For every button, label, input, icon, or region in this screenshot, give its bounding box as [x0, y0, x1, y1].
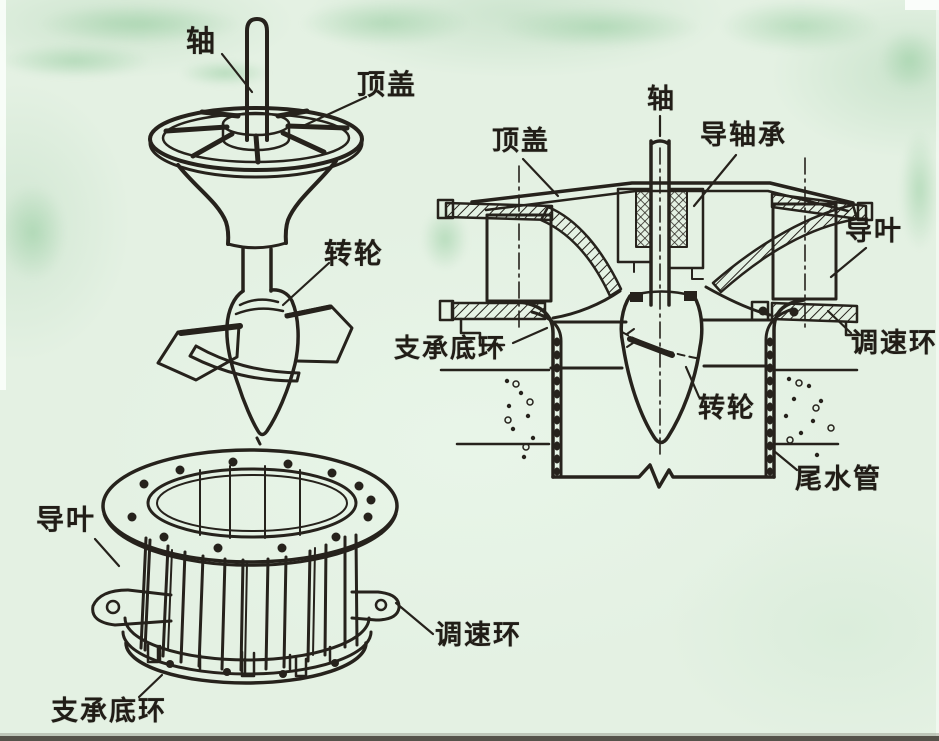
label-guide-bearing-section: 导轴承	[700, 120, 787, 151]
guide-vanes-pictorial	[139, 465, 359, 672]
top-flange	[101, 448, 399, 567]
head-cover-section	[436, 181, 874, 320]
bottom-ring-pictorial	[121, 616, 373, 685]
guide-bearing-section	[616, 187, 705, 280]
scan-edge-left	[0, 0, 6, 390]
label-regulating-ring-section: 调速环	[851, 328, 938, 359]
cross-section-drawing	[436, 139, 874, 489]
bleedthrough-smudge	[0, 44, 150, 78]
bleedthrough-smudge	[500, 6, 700, 48]
stay-ring-channels	[549, 318, 772, 370]
runner-shaft-drawing	[241, 247, 273, 293]
scan-edge-bottom-shade	[0, 733, 939, 736]
mounting-lugs	[91, 588, 401, 627]
bleedthrough-smudge	[40, 4, 240, 44]
leader-lines	[93, 52, 868, 699]
scan-edge-right	[936, 0, 939, 741]
runner-blade-front	[188, 344, 301, 383]
label-runner-section: 转轮	[698, 393, 756, 424]
concrete-foundation	[439, 368, 859, 460]
label-shaft-section: 轴	[647, 84, 676, 115]
bleedthrough-smudge	[720, 0, 880, 52]
break-symbol	[551, 463, 776, 489]
bleedthrough-smudge	[180, 60, 270, 86]
label-runner-assembly: 转轮	[324, 237, 385, 270]
bleedthrough-smudge	[900, 130, 939, 250]
label-guide-vane-ring: 导叶	[36, 503, 97, 536]
bleedthrough-smudge	[0, 185, 66, 280]
bleedthrough-smudge	[300, 0, 470, 46]
label-regulating-ring-ring: 调速环	[435, 620, 522, 651]
handwheel-top-cover-drawing	[148, 106, 364, 179]
guide-vane-ring-drawing	[91, 448, 401, 685]
label-guide-vane-section: 导叶	[845, 216, 903, 247]
bottom-ring-left-section	[438, 299, 547, 347]
label-bottom-ring-section: 支承底环	[394, 334, 507, 364]
label-shaft-assembly: 轴	[186, 24, 218, 58]
bleedthrough-smudge	[880, 30, 939, 90]
scan-edge-corner	[905, 0, 939, 10]
cone-drawing	[176, 159, 338, 250]
shaft-drawing	[245, 17, 269, 142]
runner-assembly-drawing	[148, 17, 364, 446]
label-draft-tube-section: 尾水管	[795, 464, 882, 495]
guide-vane-left-section	[485, 213, 553, 303]
draft-tube-walls	[519, 298, 806, 489]
runner-drawing	[156, 288, 354, 446]
scan-edge-bottom	[0, 736, 939, 741]
label-bottom-ring-ring: 支承底环	[51, 696, 167, 727]
label-top-cover-section: 顶盖	[492, 126, 550, 157]
label-top-cover-assembly: 顶盖	[357, 68, 418, 101]
flange-bolt-holes	[127, 457, 376, 553]
runner-section	[619, 290, 704, 445]
